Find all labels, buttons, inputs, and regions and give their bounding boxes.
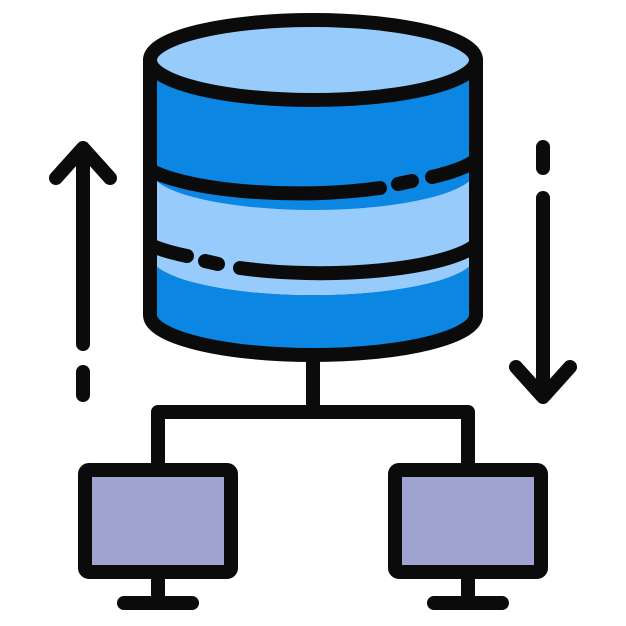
database-top — [150, 20, 476, 100]
monitor-icon — [388, 463, 548, 610]
database-bottom-segment — [150, 255, 476, 355]
monitor-stand — [117, 568, 199, 610]
download-arrow-head — [509, 360, 577, 404]
monitor-stand — [427, 568, 509, 610]
database-band-line-1-dash — [391, 174, 419, 191]
database-band-line-1 — [143, 163, 387, 201]
database-band-line-1-end — [425, 153, 483, 184]
connector-branch — [151, 405, 475, 473]
database-band-line-2-end — [143, 238, 194, 263]
database-band-line-2 — [233, 238, 483, 281]
database-top-outline — [143, 13, 483, 107]
download-arrow-icon — [509, 140, 577, 404]
monitor-screen — [388, 463, 548, 579]
monitor-icon — [78, 463, 238, 610]
upload-arrow-icon — [49, 141, 117, 402]
monitor-screen — [78, 463, 238, 579]
database-band-line-2-dash — [198, 254, 225, 271]
database-icon — [143, 13, 483, 362]
network-connector — [151, 349, 475, 473]
